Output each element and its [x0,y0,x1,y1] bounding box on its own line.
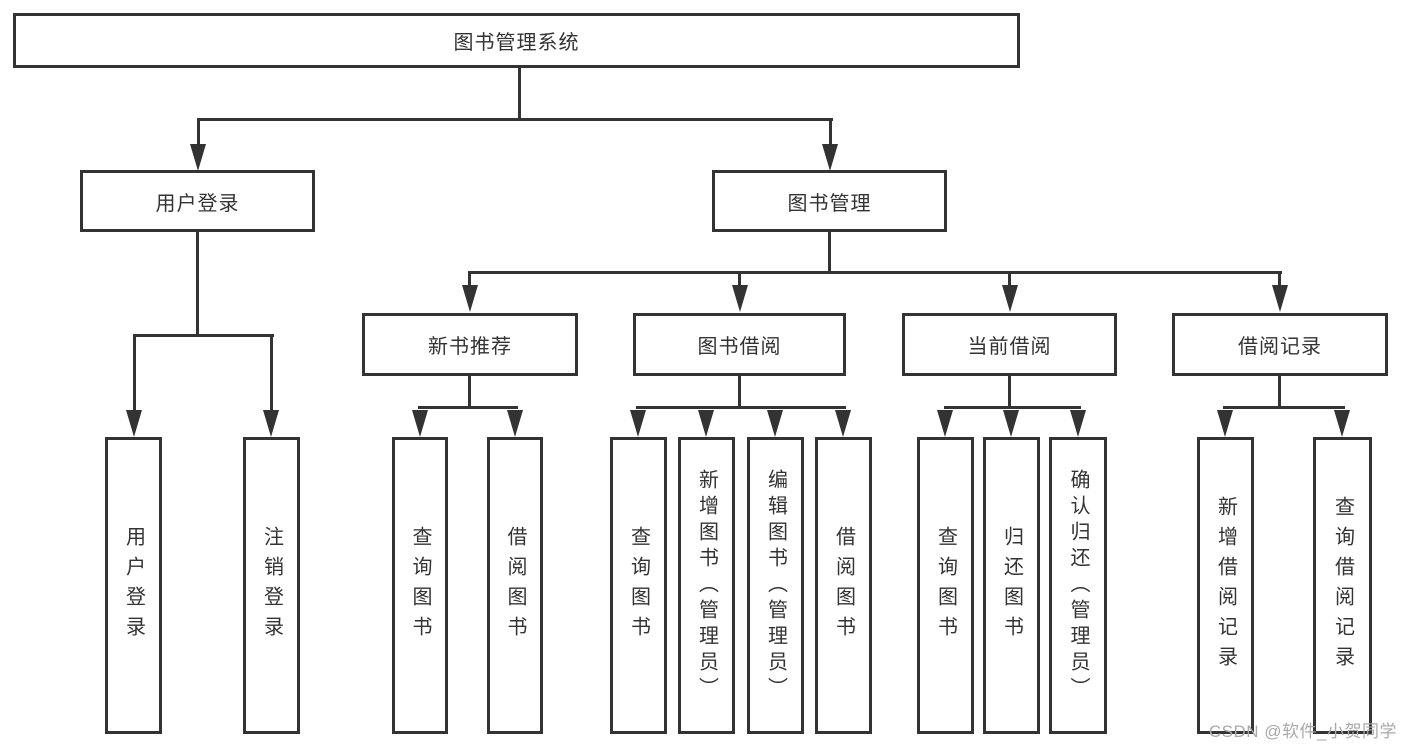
node-current-borrow-label: 当前借阅 [967,336,1052,358]
connector-book-mgmt-trunk [828,231,831,273]
connector-current-borrow-bar [944,406,1081,409]
leaf-logout: 注销登录 [243,437,300,734]
node-user-login: 用户登录 [80,170,315,232]
connector-stem-borrow-record [1278,271,1281,289]
node-borrow-record-label: 借阅记录 [1238,336,1322,358]
leaf-nb-borrow-book-label: 借阅图书 [504,525,526,646]
arrowhead-logout-leaf [263,410,279,437]
leaf-bb-add-book-admin: 新增图书（管理员） [678,437,735,734]
leaf-cb-query-book-label: 查询图书 [934,525,957,646]
connector-borrow-record-trunk [1278,374,1281,409]
node-book-borrow-label: 图书借阅 [697,336,782,358]
leaf-cb-return-book: 归还图书 [983,437,1040,734]
arrowhead-bb-borrow [835,410,851,437]
leaf-bb-query-book: 查询图书 [610,437,667,734]
leaf-cb-return-book-label: 归还图书 [1000,525,1023,646]
arrowhead-user-login [190,144,206,171]
leaf-br-add-record-label: 新增借阅记录 [1214,495,1237,676]
node-current-borrow: 当前借阅 [902,313,1117,376]
connector-stem-book-borrow [738,271,741,289]
connector-user-login-bar [133,334,274,337]
arrowhead-bb-query [630,410,646,437]
leaf-nb-query-book: 查询图书 [392,437,448,734]
arrowhead-br-query [1334,410,1350,437]
leaf-br-query-record-label: 查询借阅记录 [1331,495,1354,676]
node-book-mgmt: 图书管理 [712,170,947,232]
node-library-system-label: 图书管理系统 [453,32,580,54]
arrowhead-book-mgmt [822,144,838,171]
arrowhead-borrow-record [1272,285,1288,312]
connector-stem-login-leaf [133,334,136,414]
connector-book-borrow-bar [636,406,846,409]
arrowhead-bb-edit [767,410,783,437]
arrowhead-br-add [1217,410,1233,437]
arrowhead-nb-borrow [507,410,523,437]
arrowhead-login-leaf [126,410,142,437]
leaf-br-query-record: 查询借阅记录 [1313,437,1372,734]
leaf-bb-edit-book-admin-label: 编辑图书（管理员） [764,468,787,703]
leaf-cb-confirm-return-admin: 确认归还（管理员） [1049,437,1107,734]
leaf-bb-borrow-book: 借阅图书 [815,437,872,734]
arrowhead-bb-add [698,410,714,437]
connector-current-borrow-trunk [1008,374,1011,409]
node-borrow-record: 借阅记录 [1172,313,1388,376]
leaf-logout-label: 注销登录 [260,525,283,646]
node-new-book-rec-label: 新书推荐 [428,336,512,358]
arrowhead-new-book [462,285,478,312]
arrowhead-cb-query [937,410,953,437]
connector-book-borrow-trunk [738,374,741,409]
connector-stem-new-book [468,271,471,289]
arrowhead-cb-return [1003,410,1019,437]
connector-stem-book-mgmt [829,118,832,150]
connector-level2-bar [197,118,833,121]
arrowhead-book-borrow [732,285,748,312]
leaf-cb-query-book: 查询图书 [917,437,974,734]
connector-user-login-trunk [196,231,199,336]
connector-new-book-bar [418,406,518,409]
connector-stem-user-login [197,118,200,150]
leaf-bb-borrow-book-label: 借阅图书 [832,525,855,646]
connector-borrow-record-bar [1223,406,1345,409]
connector-new-book-trunk [468,374,471,409]
node-book-borrow: 图书借阅 [633,313,846,376]
leaf-br-add-record: 新增借阅记录 [1197,437,1254,734]
node-user-login-label: 用户登录 [155,192,240,215]
connector-level3-bar [468,271,1282,274]
node-book-mgmt-label: 图书管理 [787,192,872,215]
connector-stem-current-borrow [1008,271,1011,289]
leaf-bb-query-book-label: 查询图书 [627,525,650,646]
leaf-bb-add-book-admin-label: 新增图书（管理员） [695,468,718,703]
arrowhead-current-borrow [1002,285,1018,312]
leaf-user-login-label: 用户登录 [122,525,145,646]
leaf-nb-borrow-book: 借阅图书 [487,437,543,734]
node-library-system: 图书管理系统 [13,13,1020,68]
leaf-bb-edit-book-admin: 编辑图书（管理员） [747,437,804,734]
arrowhead-nb-query [412,410,428,437]
leaf-nb-query-book-label: 查询图书 [409,525,431,646]
leaf-cb-confirm-return-admin-label: 确认归还（管理员） [1067,468,1089,703]
arrowhead-cb-confirm [1070,410,1086,437]
connector-root-trunk [518,67,521,119]
leaf-user-login: 用户登录 [105,437,162,734]
node-new-book-rec: 新书推荐 [362,313,578,376]
connector-stem-logout-leaf [270,334,273,414]
